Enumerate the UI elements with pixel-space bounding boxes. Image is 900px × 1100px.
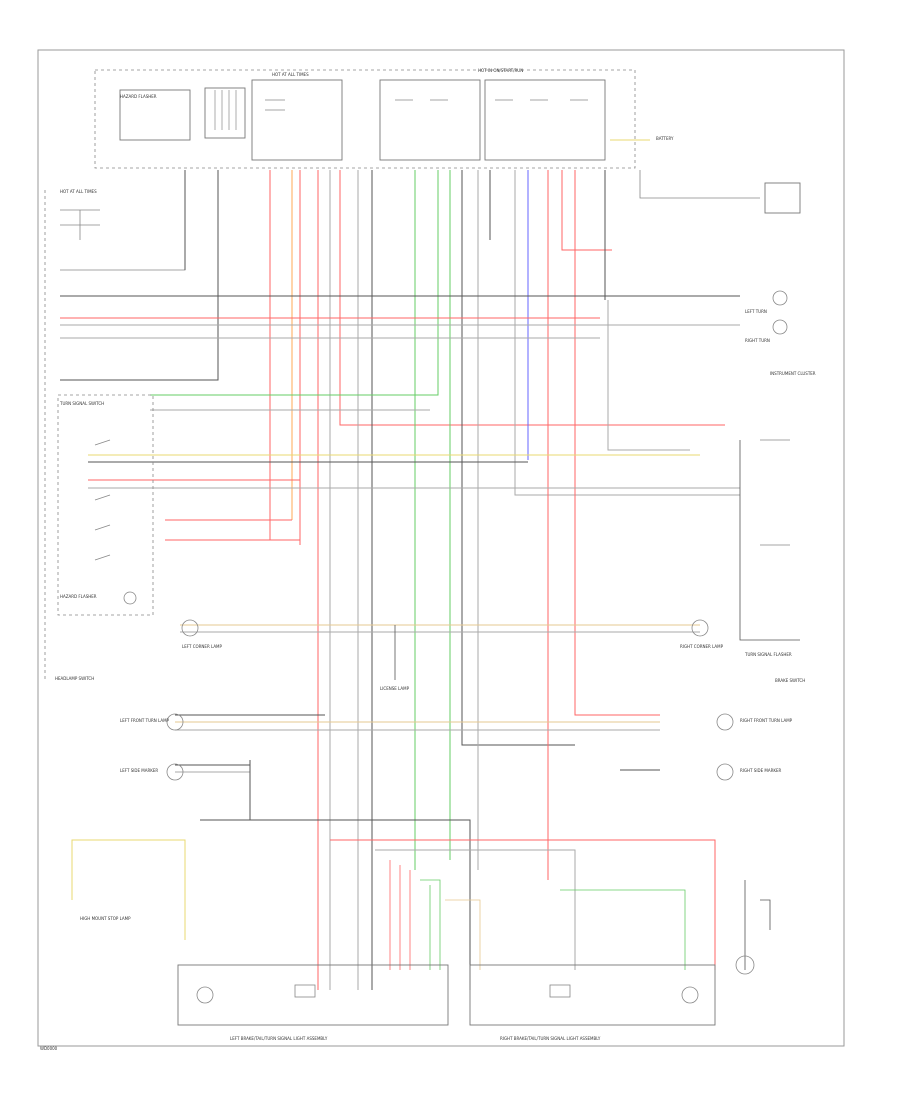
- left-rear-assembly-label: LEFT BRAKE/TAIL/TURN SIGNAL LIGHT ASSEMB…: [230, 1036, 328, 1041]
- instrument-cluster-label: INSTRUMENT CLUSTER: [770, 371, 816, 376]
- left-front-turn-lamp-icon: [166, 713, 184, 731]
- horizontal-wires: [60, 295, 740, 990]
- license-lamp-label: LICENSE LAMP: [380, 686, 410, 691]
- hazard-switch-label: HAZARD FLASHER: [60, 594, 97, 599]
- left-rear-assembly-box: [177, 964, 449, 1026]
- rear-assemblies: LEFT BRAKE/TAIL/TURN SIGNAL LIGHT ASSEMB…: [177, 955, 755, 1041]
- switch-region: TURN SIGNAL SWITCH HAZARD FLASHER HEADLA…: [55, 394, 154, 681]
- right-rear-assembly-label: RIGHT BRAKE/TAIL/TURN SIGNAL LIGHT ASSEM…: [500, 1036, 601, 1041]
- left-turn-label: LEFT TURN: [745, 309, 767, 314]
- right-turn-indicator-icon: [772, 319, 788, 335]
- right-side-marker-icon: [716, 763, 734, 781]
- right-front-turn-label: RIGHT FRONT TURN LAMP: [740, 718, 793, 723]
- fuse-block: HOT AT ALL TIMES HOT IN ON/START/RUN HAZ…: [94, 68, 636, 169]
- brake-switch-label: BRAKE SWITCH: [775, 678, 805, 683]
- high-mount-label: HIGH MOUNT STOP LAMP: [80, 916, 131, 921]
- lamps: LEFT CORNER LAMP RIGHT CORNER LAMP LEFT …: [120, 619, 793, 781]
- license-lamp-icon: [735, 955, 755, 975]
- hot-at-all-times-block: HOT AT ALL TIMES: [44, 170, 186, 680]
- headlamp-switch-label: HEADLAMP SWITCH: [55, 676, 94, 681]
- page-code: WD0000: [40, 1046, 58, 1051]
- battery-ref-label: BATTERY: [656, 136, 674, 141]
- left-corner-label: LEFT CORNER LAMP: [182, 644, 223, 649]
- left-turn-indicator-icon: [772, 290, 788, 306]
- turn-flasher-label: TURN SIGNAL FLASHER: [744, 652, 792, 657]
- right-switch-box: TURN SIGNAL FLASHER BRAKE SWITCH: [739, 439, 805, 683]
- left-corner-lamp-icon: [181, 619, 199, 637]
- fuse-box-label-right: HOT IN ON/START/RUN: [478, 68, 523, 73]
- left-side-marker-icon: [166, 763, 184, 781]
- hazard-flasher-label: HAZARD FLASHER: [120, 94, 157, 99]
- right-turn-label: RIGHT TURN: [745, 338, 770, 343]
- right-side-marker-label: RIGHT SIDE MARKER: [740, 768, 781, 773]
- lower-left-loop: HIGH MOUNT STOP LAMP: [71, 839, 186, 940]
- fuse-box-label-left: HOT AT ALL TIMES: [272, 72, 309, 77]
- hot-at-all-times-label: HOT AT ALL TIMES: [60, 189, 97, 194]
- left-front-turn-label: LEFT FRONT TURN LAMP: [120, 718, 170, 723]
- right-corner-label: RIGHT CORNER LAMP: [680, 644, 724, 649]
- turn-switch-label: TURN SIGNAL SWITCH: [59, 401, 104, 406]
- vertical-wires: [60, 170, 740, 990]
- right-corner-lamp-icon: [691, 619, 709, 637]
- lower-bundle: [330, 839, 771, 970]
- right-front-turn-lamp-icon: [716, 713, 734, 731]
- instrument-cluster: LEFT TURN RIGHT TURN INSTRUMENT CLUSTER: [745, 290, 816, 376]
- diagram-frame: [37, 49, 845, 1047]
- right-rear-assembly-box: [469, 964, 716, 1026]
- left-side-marker-label: LEFT SIDE MARKER: [120, 768, 158, 773]
- battery-reference: BATTERY: [610, 136, 801, 214]
